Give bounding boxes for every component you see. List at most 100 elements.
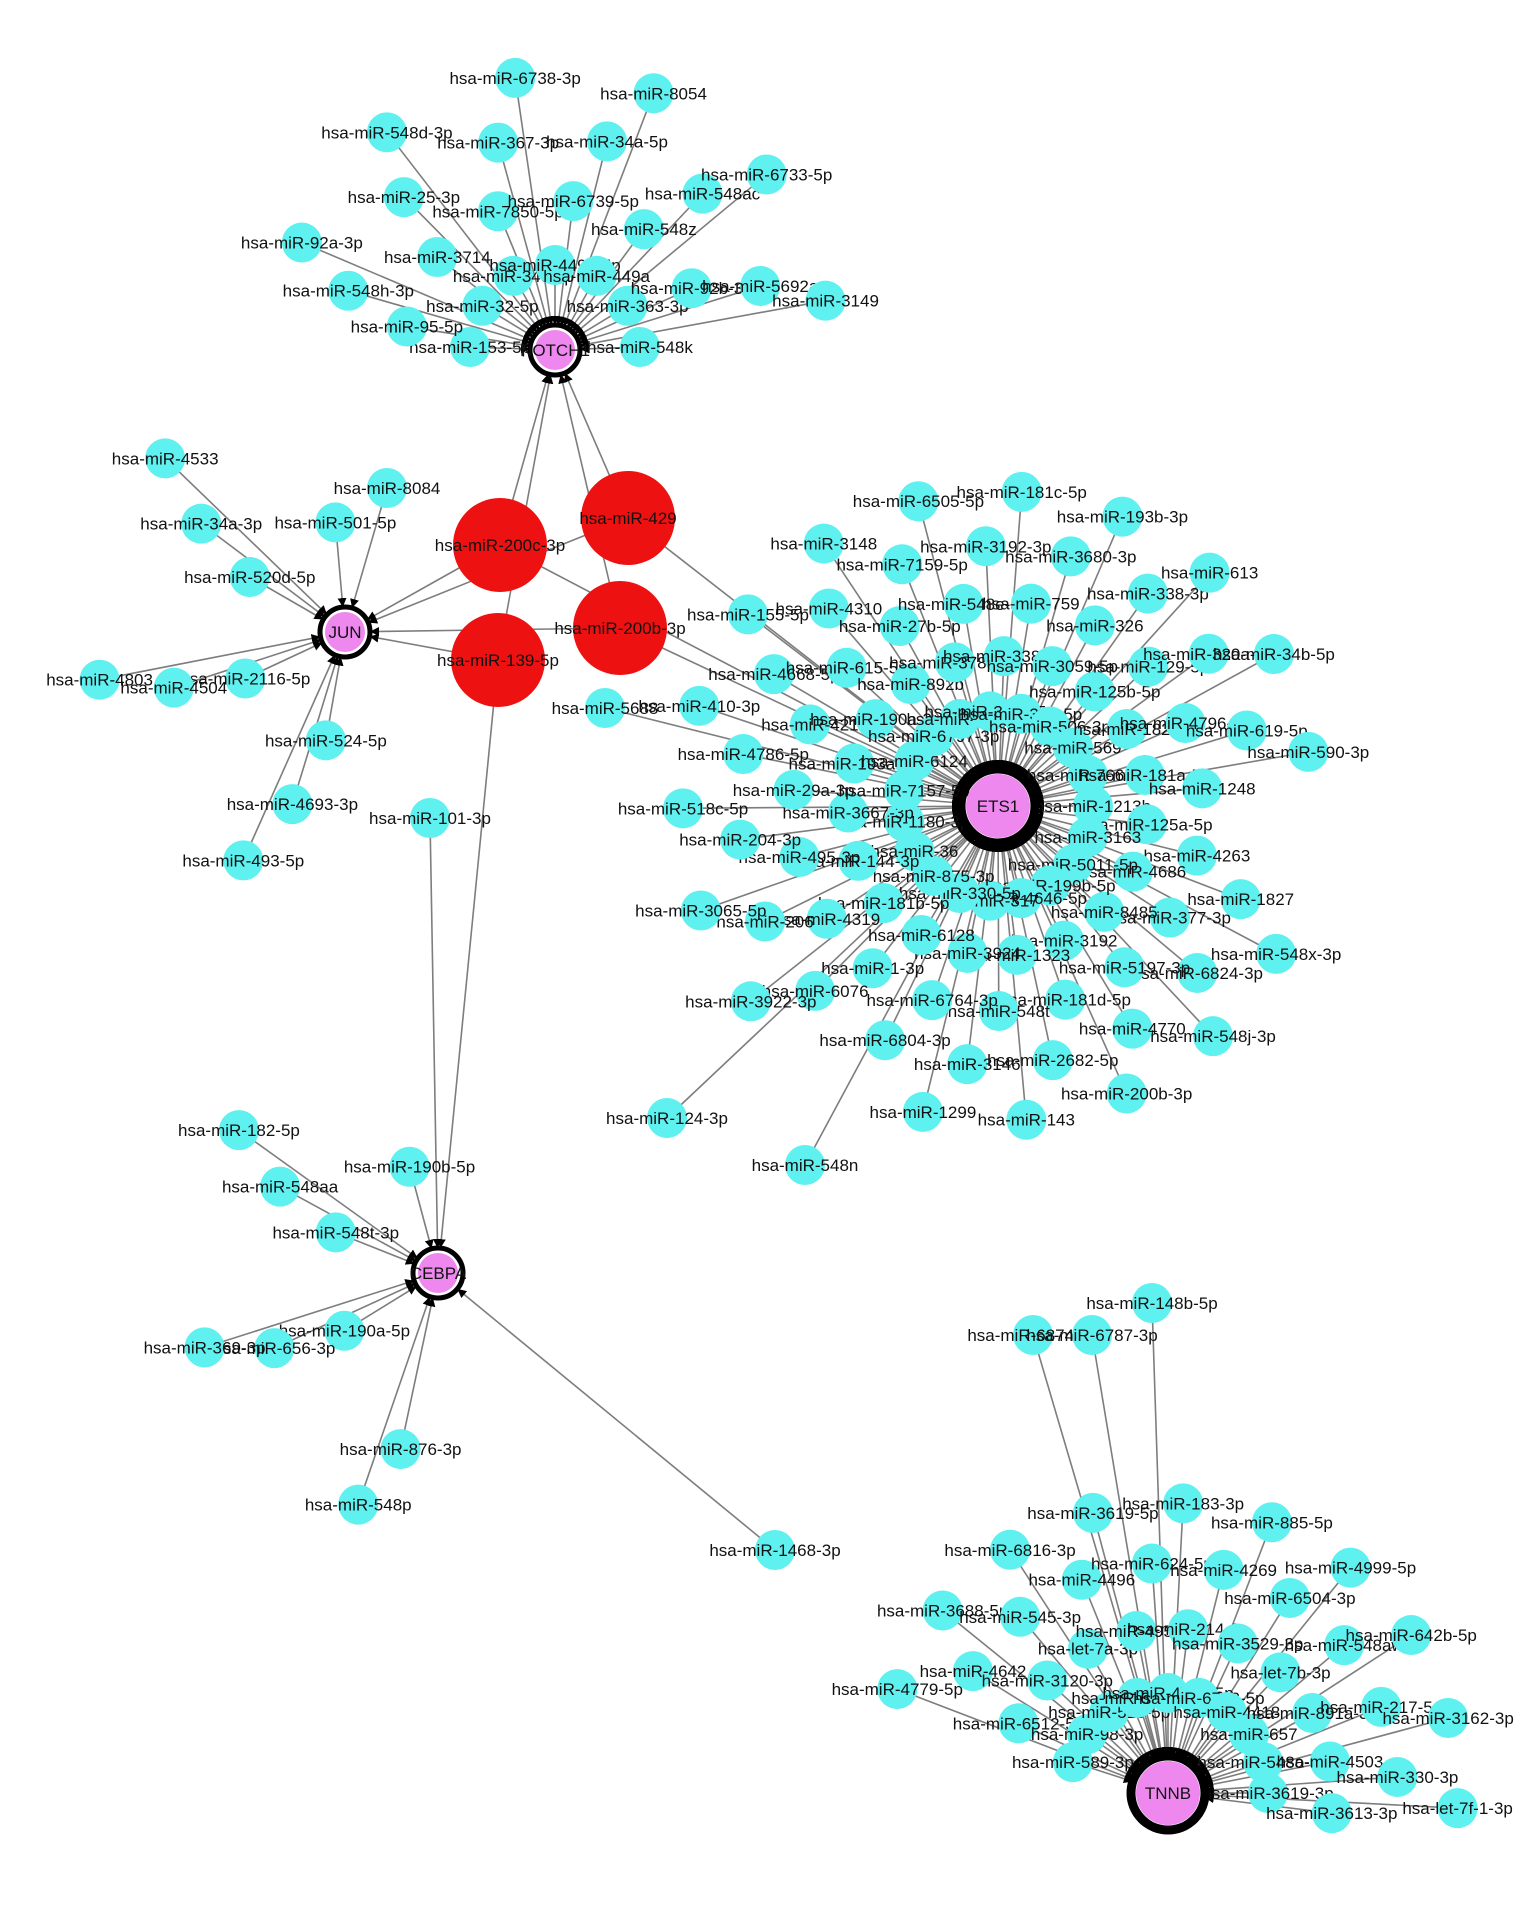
mirna-node[interactable]: hsa-miR-217-5p (1320, 1686, 1442, 1727)
mirna-node[interactable]: hsa-miR-891a-3p (1247, 1693, 1378, 1734)
mirna-node[interactable]: hsa-miR-759 (982, 583, 1080, 624)
mirna-node[interactable]: hsa-miR-615-5p (786, 647, 908, 688)
mirna-node[interactable]: hsa-miR-4786-5p (678, 734, 809, 775)
mirna-node[interactable]: hsa-miR-1-3p (821, 948, 924, 989)
mirna-node[interactable]: hsa-miR-1323 (963, 934, 1070, 975)
mirna-node[interactable]: hsa-miR-4504 (120, 667, 227, 708)
mirna-node[interactable]: hsa-miR-1827 (1187, 879, 1294, 920)
mirna-node[interactable]: hsa-miR-3619-3p (1202, 1773, 1334, 1813)
mirna-node[interactable]: hsa-miR-524-5p (265, 720, 387, 761)
mirna-node[interactable]: hsa-miR-190b-5p (344, 1146, 475, 1187)
mirna-node[interactable]: hsa-miR-204-3p (679, 819, 801, 860)
mirna-node[interactable]: hsa-miR-155-5p (687, 594, 809, 635)
mirna-node[interactable]: hsa-miR-8084 (334, 468, 441, 508)
mirna-node[interactable]: hsa-miR-1213b (1035, 786, 1151, 826)
mirna-node[interactable]: hsa-miR-4999-5p (1285, 1547, 1416, 1588)
mirna-node[interactable]: hsa-miR-876-3p (340, 1429, 462, 1470)
mirna-node[interactable]: hsa-miR-449a (543, 255, 651, 296)
mirna-node[interactable]: hsa-miR-34a-5p (546, 121, 668, 162)
mirna-node[interactable]: hsa-miR-5197-3p (1059, 947, 1190, 988)
mirna-node[interactable]: hsa-miR-613 (1161, 552, 1258, 593)
mirna-node[interactable]: hsa-miR-144-3p (797, 840, 919, 881)
mirna-node[interactable]: hsa-miR-548h-3p (283, 270, 414, 311)
mirna-node[interactable]: hsa-miR-125b-5p (1029, 671, 1160, 712)
mirna-node[interactable]: hsa-miR-885-5p (1211, 1502, 1333, 1543)
mirna-node[interactable]: hsa-miR-6505-5p (853, 481, 984, 522)
mirna-node[interactable]: hsa-miR-766-3p (1027, 755, 1149, 796)
mirna-node[interactable]: hsa-miR-7850-5p (432, 191, 564, 232)
mirna-node[interactable]: hsa-miR-181a-5p (1079, 754, 1210, 795)
mirna-node[interactable]: hsa-miR-4310 (775, 588, 882, 629)
mirna-node[interactable]: hsa-miR-1180-3p (839, 801, 969, 842)
mirna-node[interactable]: hsa-miR-153-5p (409, 327, 531, 368)
regulator-node[interactable]: hsa-miR-139-5p (437, 613, 559, 707)
mirna-node[interactable]: hsa-miR-548e-5p (898, 583, 1029, 624)
mirna-node[interactable]: hsa-miR-5688 (552, 688, 659, 728)
mirna-node[interactable]: hsa-miR-25-3p (348, 177, 460, 218)
gene-node-tnnb[interactable]: TNNB (1126, 1751, 1210, 1835)
mirna-node[interactable]: hsa-miR-330-3p (1336, 1756, 1458, 1797)
mirna-node[interactable]: hsa-miR-1248 (1149, 768, 1256, 809)
mirna-node[interactable]: hsa-miR-6128 (868, 914, 975, 955)
mirna-node[interactable]: hsa-miR-377-3p (1109, 897, 1231, 938)
mirna-node[interactable]: hsa-miR-410-3p (638, 685, 760, 726)
mirna-node[interactable]: hsa-miR-6874-3p (967, 1315, 1099, 1355)
mirna-node[interactable]: hsa-miR-3146 (914, 1044, 1021, 1085)
mirna-node[interactable]: hsa-miR-4686 (1079, 851, 1186, 892)
mirna-node[interactable]: hsa-miR-421 (761, 704, 859, 745)
mirna-node[interactable]: hsa-let-7f-1-3p (1402, 1788, 1513, 1829)
mirna-node[interactable]: hsa-miR-4269 (1170, 1549, 1277, 1590)
mirna-node[interactable]: hsa-miR-34a-3p (140, 503, 262, 544)
mirna-node[interactable]: hsa-miR-4668-5p (708, 654, 840, 695)
mirna-node[interactable]: hsa-miR-548aw (1285, 1625, 1405, 1666)
mirna-node[interactable]: hsa-miR-95-5p (351, 306, 463, 347)
mirna-node[interactable]: hsa-miR-548aa (222, 1166, 339, 1207)
mirna-node[interactable]: hsa-miR-548ac (645, 173, 761, 214)
gene-node-cebpa[interactable]: CEBPA (410, 1245, 467, 1301)
mirna-node[interactable]: hsa-miR-6804-3p (819, 1020, 951, 1061)
mirna-node[interactable]: hsa-miR-548d-3p (321, 112, 453, 153)
mirna-node[interactable]: hsa-miR-6733-5p (701, 154, 832, 195)
mirna-node[interactable]: hsa-miR-101-3p (369, 798, 491, 838)
mirna-node[interactable]: hsa-miR-92a-3p (241, 222, 363, 263)
mirna-node[interactable]: hsa-miR-4503 (1277, 1741, 1384, 1782)
mirna-node[interactable]: hsa-miR-7159-5p (836, 544, 968, 585)
mirna-node[interactable]: hsa-let-7b-3p (1230, 1652, 1331, 1693)
mirna-node[interactable]: hsa-miR-6739-5p (508, 181, 639, 222)
mirna-node[interactable]: hsa-miR-3667-3p (782, 792, 914, 833)
mirna-node[interactable]: hsa-miR-183-3p (1122, 1483, 1244, 1524)
mirna-node[interactable]: hsa-miR-8054 (600, 73, 707, 114)
mirna-node[interactable]: hsa-miR-124-3p (606, 1098, 728, 1138)
mirna-node[interactable]: hsa-miR-6124 (861, 740, 968, 781)
mirna-node[interactable]: hsa-miR-3065-5p (635, 890, 766, 931)
mirna-node[interactable]: hsa-miR-182-5p (178, 1110, 300, 1151)
mirna-node[interactable]: hsa-miR-6512-5p (953, 1703, 1084, 1744)
mirna-node[interactable]: hsa-miR-4642 (920, 1651, 1027, 1692)
mirna-node[interactable]: hsa-miR-3714 (384, 236, 491, 277)
mirna-node[interactable]: hsa-miR-190a-3p (810, 699, 941, 740)
mirna-node[interactable]: hsa-miR-3922-3p (685, 981, 817, 1022)
mirna-node[interactable]: hsa-miR-4496 (1028, 1559, 1135, 1600)
mirna-node[interactable]: hsa-miR-338-3p (1087, 573, 1209, 614)
mirna-node[interactable]: hsa-miR-320a-3p (1143, 633, 1274, 674)
mirna-node[interactable]: hsa-miR-6504-3p (1224, 1577, 1356, 1618)
gene-node-notch1[interactable]: NOTCH1 (520, 322, 590, 378)
mirna-node[interactable]: hsa-miR-493-5p (182, 840, 304, 881)
mirna-node[interactable]: hsa-miR-590-3p (1247, 731, 1369, 772)
mirna-node[interactable]: hsa-miR-193b-3p (1057, 496, 1188, 537)
gene-node-jun[interactable]: JUN (317, 604, 373, 660)
mirna-node[interactable]: hsa-miR-548j-3p (1150, 1016, 1276, 1057)
mirna-node[interactable]: hsa-miR-3192 (1011, 920, 1118, 961)
mirna-node[interactable]: hsa-miR-6764-3p (866, 980, 998, 1021)
mirna-node[interactable]: hsa-miR-3529-3p (1172, 1623, 1303, 1664)
mirna-node[interactable]: hsa-miR-624-5p (1091, 1543, 1213, 1584)
mirna-node[interactable]: hsa-miR-4779-5p (832, 1669, 963, 1710)
mirna-node[interactable]: hsa-miR-548n (752, 1145, 859, 1185)
mirna-node[interactable]: hsa-miR-1299 (870, 1091, 977, 1132)
mirna-node[interactable]: hsa-miR-4693-3p (227, 784, 358, 825)
mirna-node[interactable]: hsa-miR-32-5p (426, 285, 539, 326)
mirna-node[interactable]: hsa-miR-8485 (1051, 891, 1158, 932)
mirna-node[interactable]: hsa-miR-190a-5p (279, 1310, 410, 1351)
mirna-node[interactable]: hsa-miR-3149 (772, 280, 879, 321)
mirna-node[interactable]: hsa-miR-92b-3p (631, 268, 753, 309)
